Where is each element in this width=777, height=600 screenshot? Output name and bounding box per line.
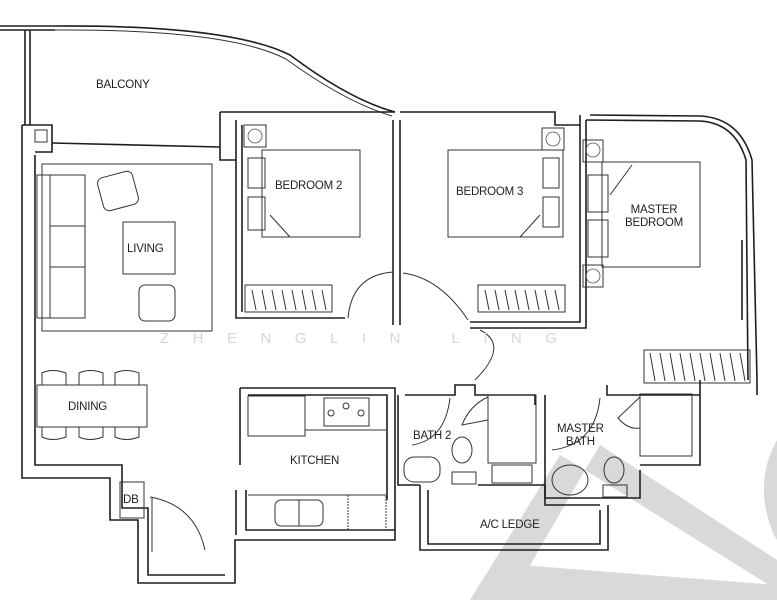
room-label-master-bath-line1: MASTER bbox=[557, 423, 604, 435]
entrance-area bbox=[119, 481, 206, 552]
balcony-outline bbox=[0, 25, 396, 125]
dining-table bbox=[36, 370, 148, 440]
room-label-master-bath: MASTER BATH bbox=[557, 423, 604, 449]
bedroom-2-plan bbox=[235, 120, 401, 325]
room-label-bedroom-2: BEDROOM 2 bbox=[275, 180, 343, 192]
room-label-kitchen: KITCHEN bbox=[290, 455, 340, 467]
living-room-furniture bbox=[36, 163, 213, 332]
room-label-master-bedroom-line2: BEDROOM bbox=[625, 217, 684, 229]
watermark-logo-shape bbox=[470, 440, 777, 600]
room-label-dining: DINING bbox=[68, 401, 108, 413]
watermark-text: ZHENGLIN LING bbox=[160, 330, 581, 347]
master-bedroom-plan bbox=[582, 139, 751, 384]
room-label-living: LIVING bbox=[127, 243, 164, 255]
master-bath-plan bbox=[544, 380, 701, 499]
room-label-bath-2: BATH 2 bbox=[413, 430, 452, 442]
room-label-master-bath-line2: BATH bbox=[565, 436, 595, 448]
room-label-bedroom-3: BEDROOM 3 bbox=[456, 186, 524, 198]
exterior-walls bbox=[21, 111, 758, 584]
room-label-master-bedroom-line1: MASTER bbox=[630, 204, 678, 216]
room-label-master-bedroom: MASTER BEDROOM bbox=[625, 204, 683, 230]
room-label-ac-ledge: A/C LEDGE bbox=[480, 519, 540, 531]
kitchen-plan bbox=[235, 387, 396, 535]
room-label-db: DB bbox=[123, 494, 139, 506]
room-label-balcony: BALCONY bbox=[96, 79, 150, 91]
bedroom-3-plan bbox=[402, 120, 587, 381]
